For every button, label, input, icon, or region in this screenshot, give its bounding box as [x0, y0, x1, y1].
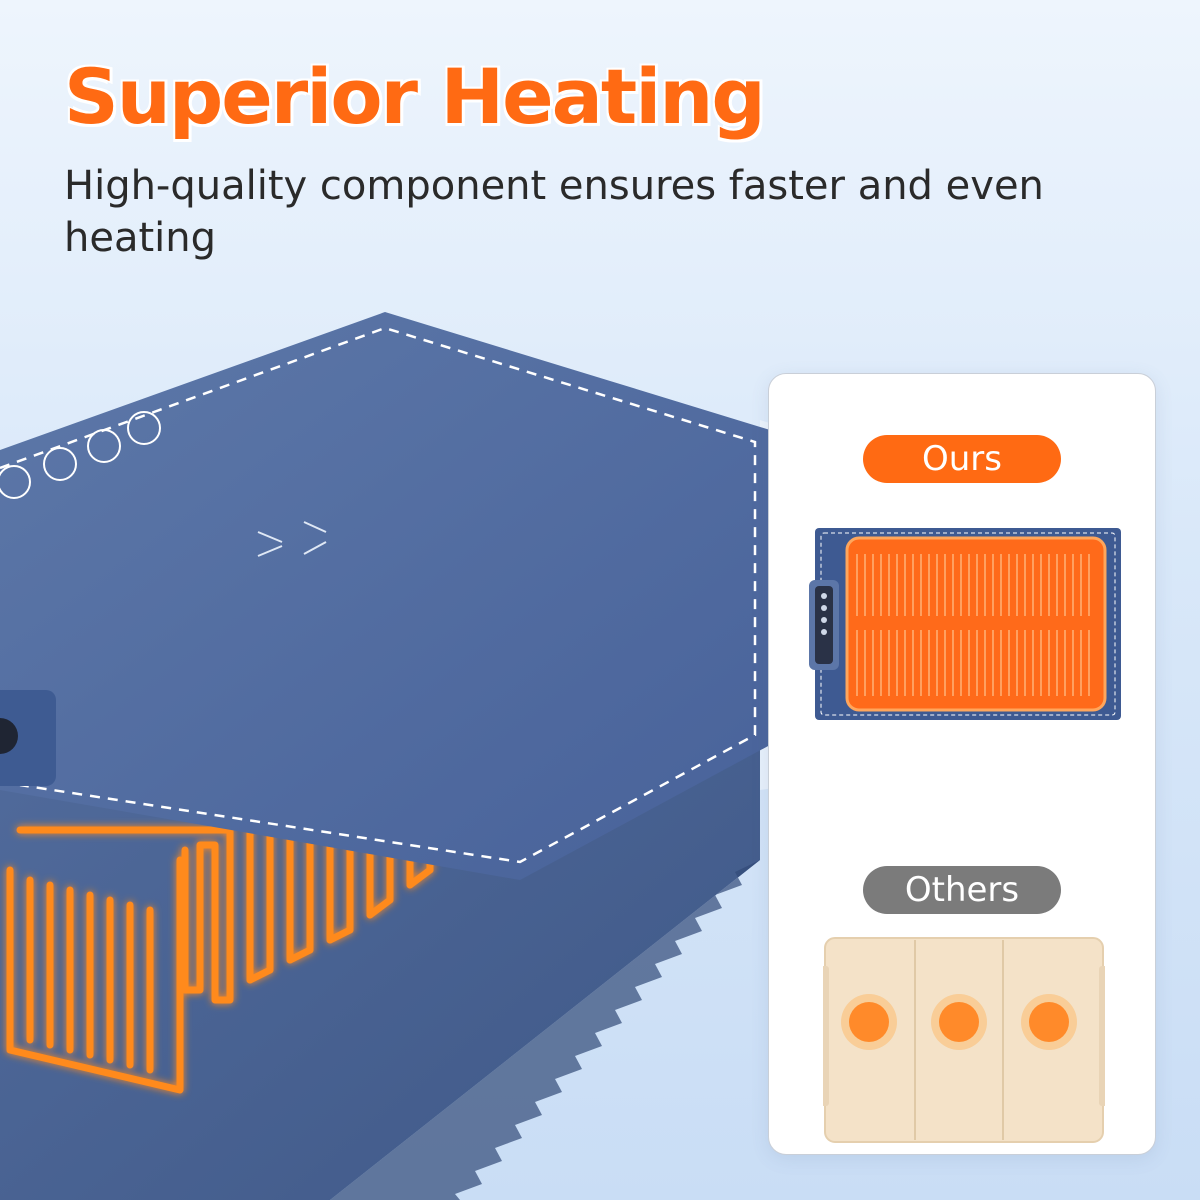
subheadline: High-quality component ensures faster an…: [64, 163, 1044, 261]
others-heating-pad-illustration: [823, 937, 1105, 1143]
others-label: Others: [863, 866, 1061, 914]
comparison-card: Ours Others: [768, 373, 1156, 1155]
crosshair-mark: [257, 521, 327, 557]
control-panel-icon: [0, 690, 56, 786]
ours-label: Ours: [863, 435, 1061, 483]
hot-spot-icon: [841, 994, 1077, 1050]
serrated-edge: [330, 860, 760, 1200]
headline: Superior Heating: [64, 52, 766, 141]
ours-heating-pad-illustration: [809, 528, 1121, 720]
care-icons: [0, 411, 161, 499]
